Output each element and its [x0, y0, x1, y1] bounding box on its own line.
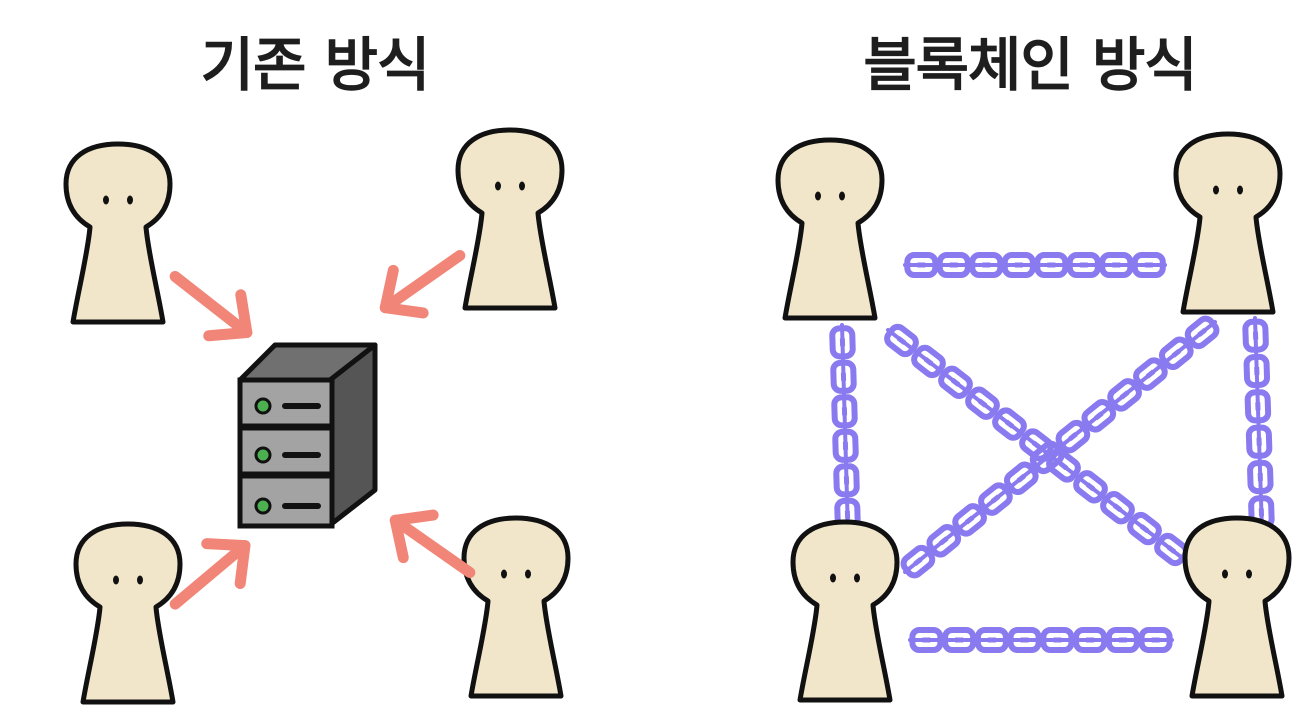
person-node-top-right — [1176, 134, 1280, 312]
chain-diag-down — [884, 324, 1188, 566]
chain-link — [992, 408, 1026, 441]
arrow-from-top-right — [370, 234, 474, 329]
chain-link — [1073, 470, 1107, 503]
chain-link — [938, 366, 972, 399]
chain-bottom — [908, 630, 1174, 650]
server-icon — [237, 342, 378, 529]
chain-link — [911, 345, 945, 378]
person-bottom-left — [76, 524, 180, 702]
chain-link — [1127, 512, 1161, 545]
chain-link — [965, 387, 999, 420]
person-top-right — [458, 130, 562, 308]
chain-link — [884, 324, 918, 357]
blockchain-chains — [832, 255, 1272, 650]
chain-link — [1185, 316, 1219, 349]
chain-top — [903, 255, 1167, 275]
person-node-bottom-right — [1185, 518, 1289, 696]
person-node-bottom-left — [793, 522, 897, 700]
title-blockchain-method: 블록체인 방식 — [863, 31, 1197, 99]
person-bottom-right — [464, 518, 568, 696]
chain-right-spine — [1253, 316, 1264, 532]
chain-link — [1100, 491, 1134, 524]
chain-left-spine — [840, 323, 850, 534]
arrow-from-top-left — [159, 256, 263, 353]
person-node-top-left — [778, 140, 882, 318]
chain-left — [832, 323, 858, 534]
chain-right — [1245, 316, 1272, 532]
title-traditional-method: 기존 방식 — [200, 31, 431, 99]
person-top-left — [66, 144, 170, 322]
chain-diag-up — [901, 316, 1220, 578]
